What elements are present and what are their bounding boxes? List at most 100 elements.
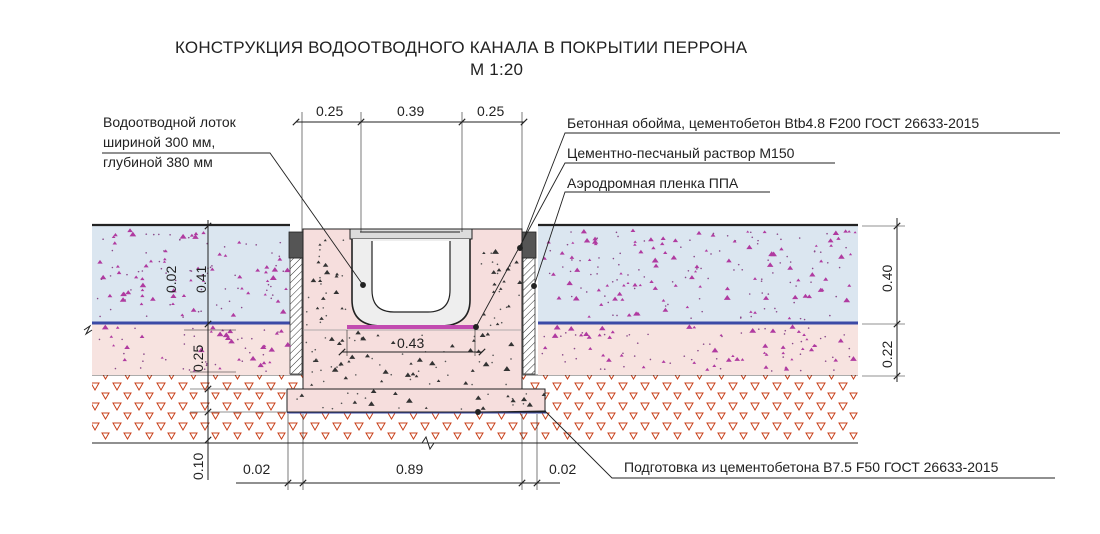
speckle-dot — [205, 363, 208, 365]
speckle-mark — [316, 260, 321, 264]
speckle-dot — [512, 404, 514, 406]
speckle-dot — [478, 361, 481, 363]
speckle-mark — [495, 322, 500, 326]
speckle-dot — [141, 270, 144, 272]
speckle-dot — [197, 310, 200, 313]
speckle-mark — [347, 360, 351, 363]
speckle-mark — [163, 257, 167, 261]
speckle-mark — [591, 239, 599, 244]
speckle-dot — [322, 380, 325, 383]
speckle-mark — [694, 264, 700, 269]
speckle-mark — [279, 309, 287, 314]
speckle-dot — [187, 236, 190, 239]
speckle-dot — [214, 363, 217, 366]
speckle-dot — [145, 252, 147, 254]
speckle-dot — [693, 255, 695, 258]
speckle-dot — [715, 357, 718, 360]
speckle-mark — [808, 347, 815, 352]
speckle-dot — [158, 260, 161, 263]
expansion-joints — [288, 231, 537, 375]
speckle-dot — [311, 371, 314, 373]
speckle-mark — [731, 354, 735, 358]
speckle-dot — [789, 261, 792, 263]
speckle-mark — [436, 379, 441, 382]
speckle-dot — [98, 338, 101, 341]
speckle-mark — [541, 392, 547, 396]
speckle-mark — [491, 270, 497, 274]
dim-top-left: 0.25 — [316, 103, 344, 119]
speckle-mark — [848, 253, 853, 256]
speckle-mark — [787, 316, 792, 320]
speckle-dot — [174, 279, 177, 282]
speckle-dot — [500, 321, 503, 324]
label-tray-line1: Водоотводной лоток — [103, 114, 236, 130]
speckle-mark — [837, 338, 844, 343]
speckle-mark — [414, 374, 419, 378]
speckle-mark — [633, 243, 637, 246]
speckle-mark — [836, 236, 841, 240]
speckle-mark — [189, 278, 193, 282]
speckle-mark — [124, 345, 130, 349]
speckle-mark — [218, 366, 222, 370]
speckle-dot — [371, 357, 373, 360]
speckle-dot — [204, 361, 207, 363]
leader-lines — [102, 132, 1060, 479]
speckle-dot — [444, 360, 447, 363]
speckle-dot — [835, 295, 838, 298]
speckle-mark — [725, 357, 732, 362]
speckle-dot — [618, 263, 620, 266]
speckle-dot — [271, 294, 274, 296]
speckle-mark — [648, 237, 654, 242]
speckle-mark — [171, 302, 175, 306]
speckle-mark — [310, 383, 314, 386]
speckle-dot — [826, 232, 828, 235]
speckle-dot — [262, 353, 265, 356]
speckle-mark — [660, 236, 666, 240]
speckle-mark — [559, 251, 565, 255]
speckle-mark — [201, 279, 206, 282]
speckle-mark — [470, 368, 475, 372]
speckle-mark — [201, 231, 206, 235]
speckle-dot — [826, 261, 829, 264]
speckle-dot — [712, 232, 715, 235]
speckle-dot — [480, 263, 483, 265]
speckle-mark — [801, 347, 805, 351]
speckle-dot — [702, 343, 705, 345]
speckle-mark — [567, 326, 575, 331]
speckle-dot — [622, 352, 624, 355]
speckle-mark — [556, 296, 562, 300]
speckle-dot — [604, 295, 606, 297]
speckle-dot — [838, 266, 841, 269]
dim-bottom-right: 0.02 — [549, 461, 577, 477]
label-film: Аэродромная пленка ППА — [567, 175, 739, 191]
speckle-mark — [107, 293, 113, 298]
speckle-mark — [517, 280, 523, 285]
speckle-mark — [382, 369, 389, 374]
speckle-mark — [370, 389, 377, 394]
speckle-dot — [220, 307, 223, 310]
speckle-mark — [163, 249, 168, 253]
speckle-dot — [275, 264, 277, 267]
speckle-dot — [617, 235, 619, 238]
speckle-dot — [130, 289, 132, 291]
speckle-dot — [633, 355, 636, 357]
speckle-dot — [320, 369, 322, 372]
speckle-dot — [203, 368, 206, 370]
speckle-mark — [129, 231, 137, 237]
speckle-dot — [322, 406, 324, 409]
speckle-dot — [266, 289, 268, 292]
speckle-mark — [227, 328, 234, 334]
speckle-mark — [323, 269, 331, 275]
speckle-mark — [806, 294, 812, 299]
speckle-dot — [518, 294, 520, 297]
speckle-mark — [596, 288, 601, 292]
dim-top-right: 0.25 — [477, 103, 505, 119]
speckle-dot — [774, 307, 776, 310]
speckle-dot — [282, 270, 285, 273]
speckle-dot — [100, 278, 103, 281]
speckle-mark — [661, 360, 666, 363]
speckle-mark — [323, 239, 327, 242]
dim-left-depth: 0.41 — [193, 265, 209, 293]
speckle-mark — [116, 270, 122, 275]
speckle-mark — [753, 277, 757, 280]
